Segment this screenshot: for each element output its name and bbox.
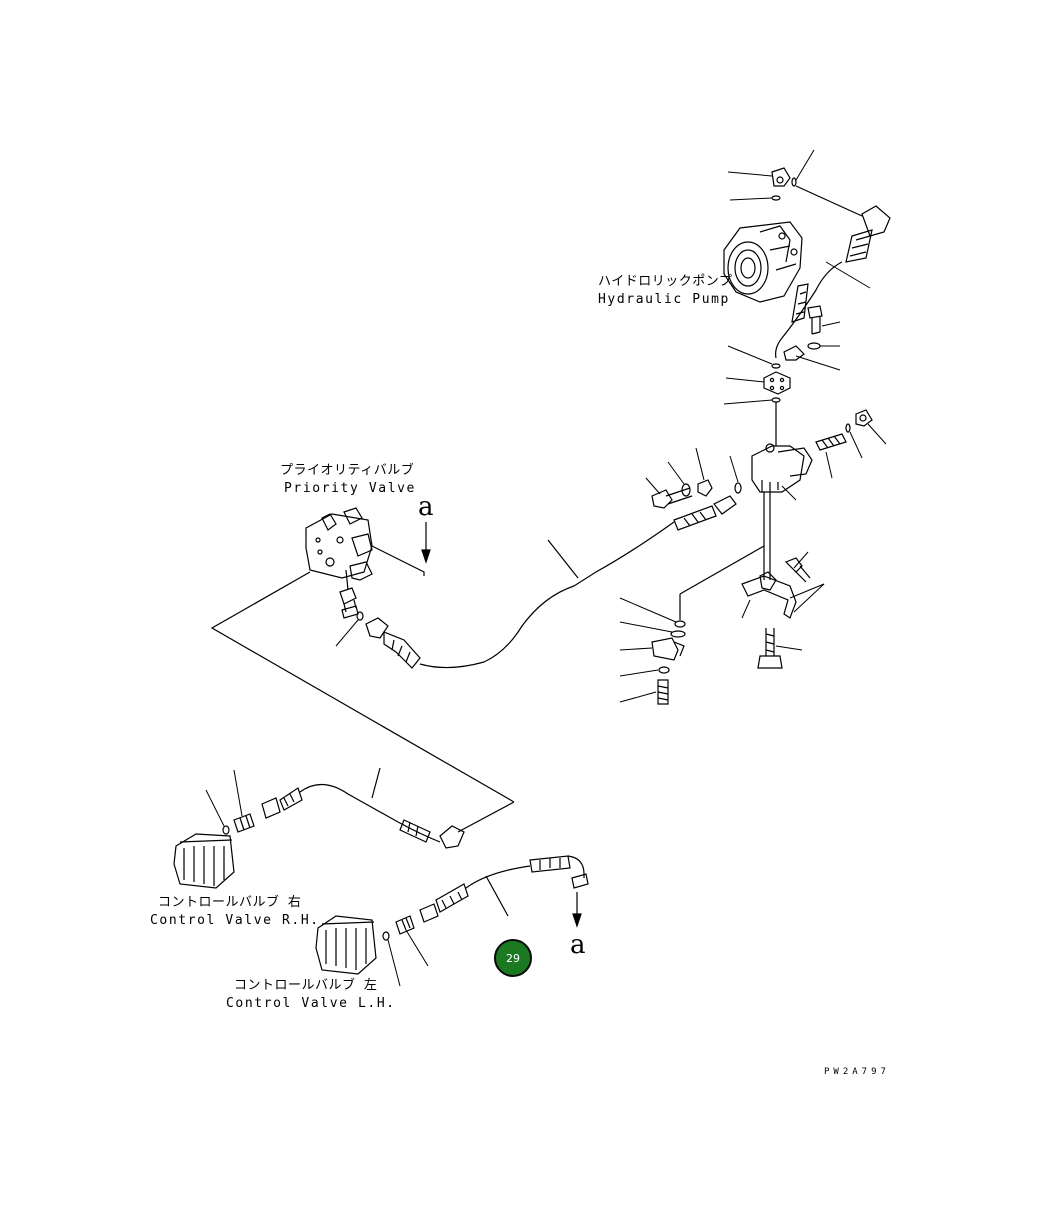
lower-oring[interactable]	[674, 620, 686, 628]
ref-mark-top: a	[418, 492, 434, 522]
ref-arrow-top	[421, 522, 431, 564]
cv-rh-hose-elbow[interactable]	[399, 819, 465, 849]
tee-side-washer[interactable]	[681, 483, 691, 497]
control-valve-lh[interactable]	[315, 915, 377, 975]
page-number-badge[interactable]: 29	[494, 939, 532, 977]
pump-hose-elbow[interactable]	[845, 205, 891, 263]
hydraulic-pump-label-ja: ハイドロリックポンプ	[598, 274, 733, 289]
hydraulic-pump-label-en: Hydraulic Pump	[598, 292, 730, 307]
control-valve-lh-label-en: Control Valve L.H.	[226, 996, 396, 1011]
drawing-code: PW2A797	[824, 1067, 890, 1077]
cv-rh-adapter[interactable]	[233, 813, 255, 833]
priority-valve[interactable]	[305, 507, 373, 581]
tee-nipple[interactable]	[815, 433, 847, 451]
tee-plug[interactable]	[855, 409, 873, 427]
pump-oring-top[interactable]	[771, 195, 781, 201]
hose-bracket[interactable]	[741, 571, 797, 619]
pump-bolt[interactable]	[807, 305, 823, 335]
cv-lh-hose-elbow[interactable]	[529, 855, 589, 889]
lower-clip[interactable]	[651, 637, 685, 661]
pump-outlet-hose[interactable]	[775, 261, 843, 359]
flange-oring-upper[interactable]	[771, 363, 781, 369]
lower-washer[interactable]	[670, 630, 686, 638]
cv-rh-hose[interactable]	[299, 783, 441, 843]
pump-washer[interactable]	[807, 342, 821, 350]
main-supply-hose[interactable]	[419, 521, 675, 669]
lower-bolt[interactable]	[657, 679, 669, 705]
bracket-bolt-bottom[interactable]	[757, 628, 783, 669]
priority-valve-label-ja: プライオリティバルブ	[280, 463, 415, 478]
cv-lh-hose-fitting[interactable]	[419, 883, 469, 923]
tee-side-clip[interactable]	[697, 479, 713, 497]
tee-block[interactable]	[751, 443, 813, 493]
tee-side-oring[interactable]	[734, 482, 742, 494]
control-valve-rh[interactable]	[173, 833, 235, 889]
control-valve-lh-label-ja: コントロールバルブ 左	[234, 978, 378, 993]
leader-lines	[205, 149, 887, 987]
tee-outlet-hose-fitting[interactable]	[673, 495, 737, 531]
ref-arrow-bottom	[572, 892, 582, 928]
split-flange[interactable]	[763, 371, 791, 395]
priority-valve-oring[interactable]	[356, 611, 364, 621]
hydraulic-pump[interactable]	[723, 221, 803, 303]
cv-lh-adapter[interactable]	[395, 915, 415, 935]
tee-oring[interactable]	[845, 423, 851, 433]
lower-spring-washer[interactable]	[658, 666, 670, 674]
pump-elbow-fitting[interactable]	[771, 167, 791, 187]
cv-lh-oring[interactable]	[382, 931, 390, 941]
tee-side-bolt[interactable]	[651, 487, 693, 509]
priority-valve-outlet-hose-fitting[interactable]	[365, 617, 421, 669]
control-valve-rh-label-en: Control Valve R.H.	[150, 913, 320, 928]
bracket-bolt-top[interactable]	[784, 557, 811, 583]
hose-oring-top[interactable]	[791, 177, 797, 187]
priority-valve-label-en: Priority Valve	[284, 481, 416, 496]
ref-mark-bottom: a	[570, 930, 586, 960]
cv-lh-hose[interactable]	[465, 865, 531, 889]
cv-rh-oring[interactable]	[222, 825, 230, 835]
cv-rh-hose-fitting[interactable]	[261, 787, 303, 819]
priority-valve-adapter[interactable]	[339, 587, 359, 619]
flange-oring-lower[interactable]	[771, 397, 781, 403]
control-valve-rh-label-ja: コントロールバルブ 右	[158, 895, 302, 910]
